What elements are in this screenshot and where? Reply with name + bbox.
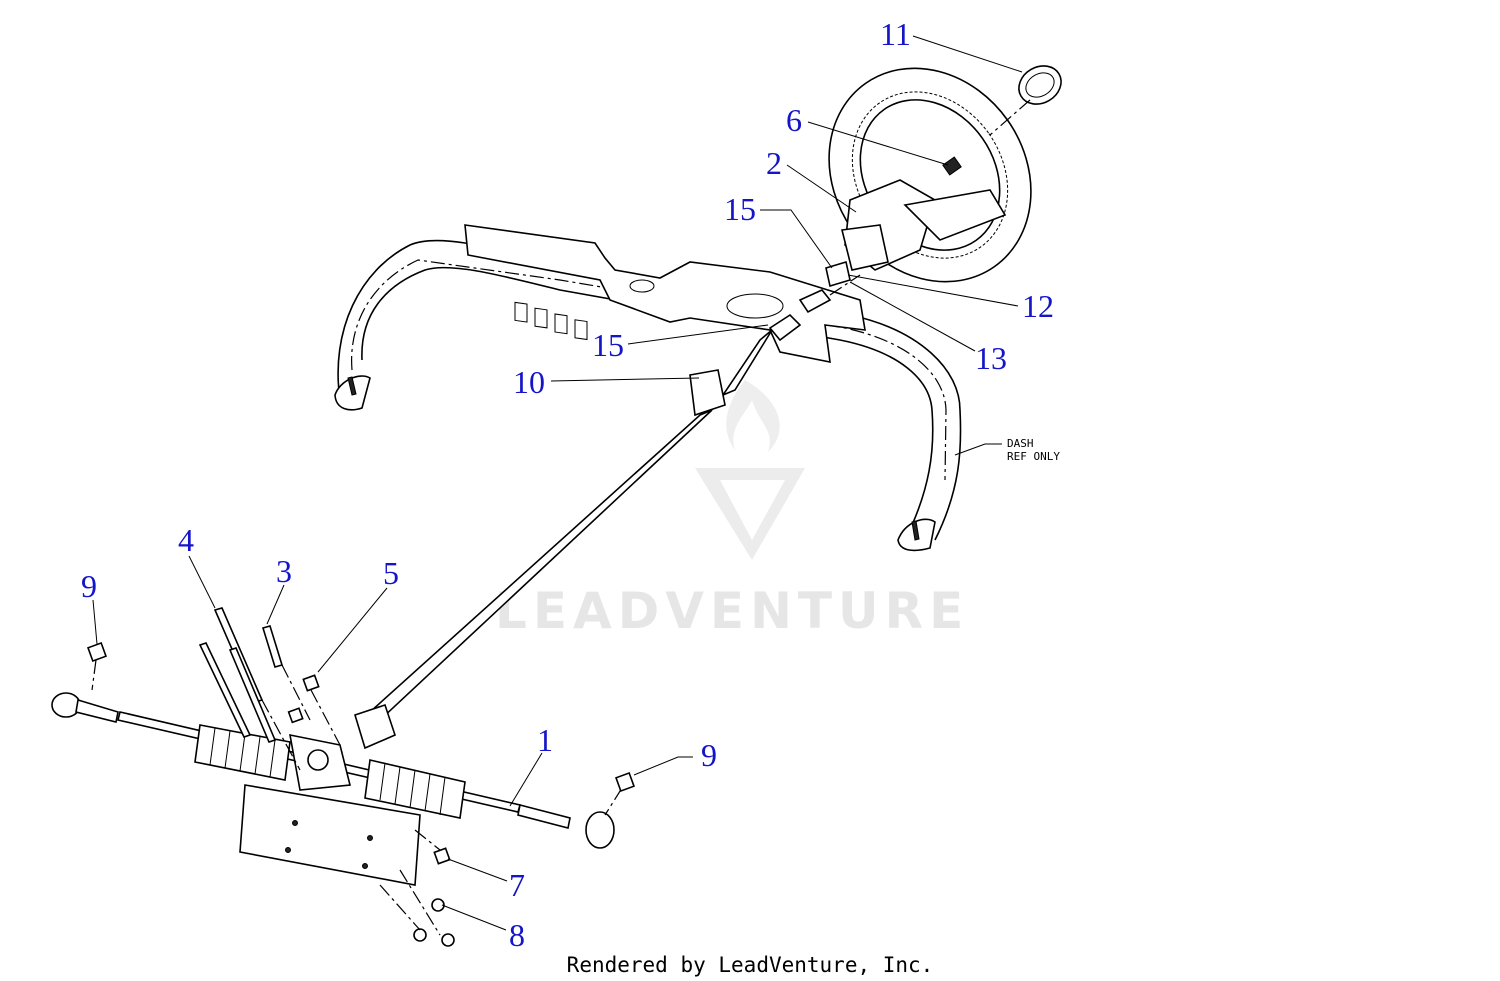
callout-5: 5 xyxy=(383,555,399,591)
steering-shaft xyxy=(354,274,861,750)
callout-2: 2 xyxy=(766,145,782,181)
footer-credit: Rendered by LeadVenture, Inc. xyxy=(567,953,934,977)
callout-8: 8 xyxy=(509,917,525,953)
steering-rack xyxy=(51,659,623,886)
callout-3: 3 xyxy=(276,553,292,589)
callout-4: 4 xyxy=(178,522,194,558)
callout-11: 11 xyxy=(880,16,911,52)
callout-15-upper: 15 xyxy=(724,191,756,227)
retaining-ring xyxy=(989,65,1062,136)
callouts: 11 6 2 15 12 13 15 10 4 3 5 9 9 1 7 8 xyxy=(81,16,1054,953)
watermark-text: LEADVENTURE xyxy=(495,582,969,640)
watermark: LEADVENTURE xyxy=(495,380,969,640)
watermark-v-logo-icon xyxy=(695,468,805,560)
watermark-flame-icon xyxy=(726,380,780,452)
callout-10: 10 xyxy=(513,364,545,400)
callout-1: 1 xyxy=(537,722,553,758)
callout-6: 6 xyxy=(786,102,802,138)
callout-15-lower: 15 xyxy=(592,327,624,363)
leader-lines xyxy=(92,35,1023,931)
callout-9-right: 9 xyxy=(701,737,717,773)
dash-bracket xyxy=(464,224,866,364)
steering-wheel xyxy=(825,67,1032,288)
callout-7: 7 xyxy=(509,867,525,903)
callout-12: 12 xyxy=(1022,288,1054,324)
callout-13: 13 xyxy=(975,340,1007,376)
callout-9-left: 9 xyxy=(81,568,97,604)
note-line-1: DASH xyxy=(1007,437,1034,450)
fasteners xyxy=(87,607,635,947)
note-line-2: REF ONLY xyxy=(1007,450,1060,463)
dash-reference-note: DASH REF ONLY xyxy=(1007,437,1060,463)
